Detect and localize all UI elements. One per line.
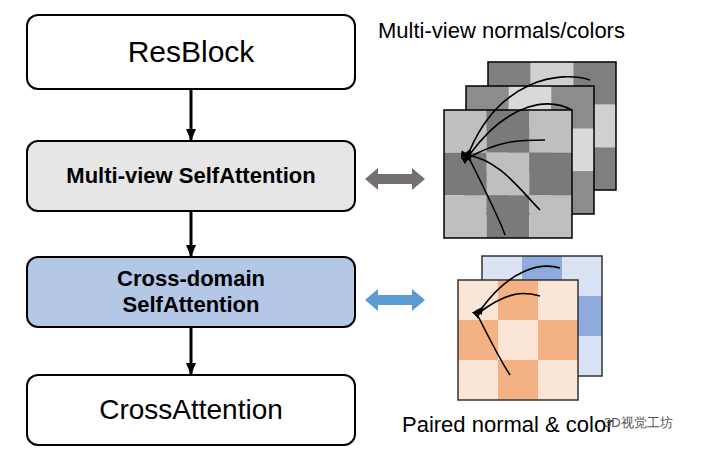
caption-label: Paired normal & color [402,412,614,438]
grid-cell [498,280,538,320]
checkerboards [444,62,616,400]
attention-curves [467,77,590,375]
flow-arrow [190,328,193,374]
grid-cell [529,153,572,196]
watermark: 3D视觉工坊 [604,414,673,432]
process-box: Cross-domain SelfAttention [26,256,356,328]
grid-cell [444,195,487,238]
double-arrows [365,168,425,311]
process-box: Multi-view SelfAttention [26,140,356,212]
grid-cell [538,320,578,360]
caption-label: Multi-view normals/colors [378,18,625,44]
grid-cell [458,320,498,360]
grid-cell [458,360,498,400]
grid-cell [498,320,538,360]
grid-cell [538,360,578,400]
grid-cell [487,153,530,196]
grid-cell [458,280,498,320]
process-box: ResBlock [26,14,356,90]
grid-border [444,110,572,238]
box-label: CrossAttention [99,393,283,427]
grid-cell [487,195,530,238]
grid-cell [538,280,578,320]
flow-arrow [190,90,193,140]
grid-cell [529,110,572,153]
grid-cell [529,195,572,238]
flow-arrow [190,212,193,256]
grid-border [458,280,578,400]
process-box: CrossAttention [26,374,356,446]
box-label: Cross-domain SelfAttention [46,266,336,319]
box-label: ResBlock [128,34,255,70]
box-label: Multi-view SelfAttention [66,163,315,189]
